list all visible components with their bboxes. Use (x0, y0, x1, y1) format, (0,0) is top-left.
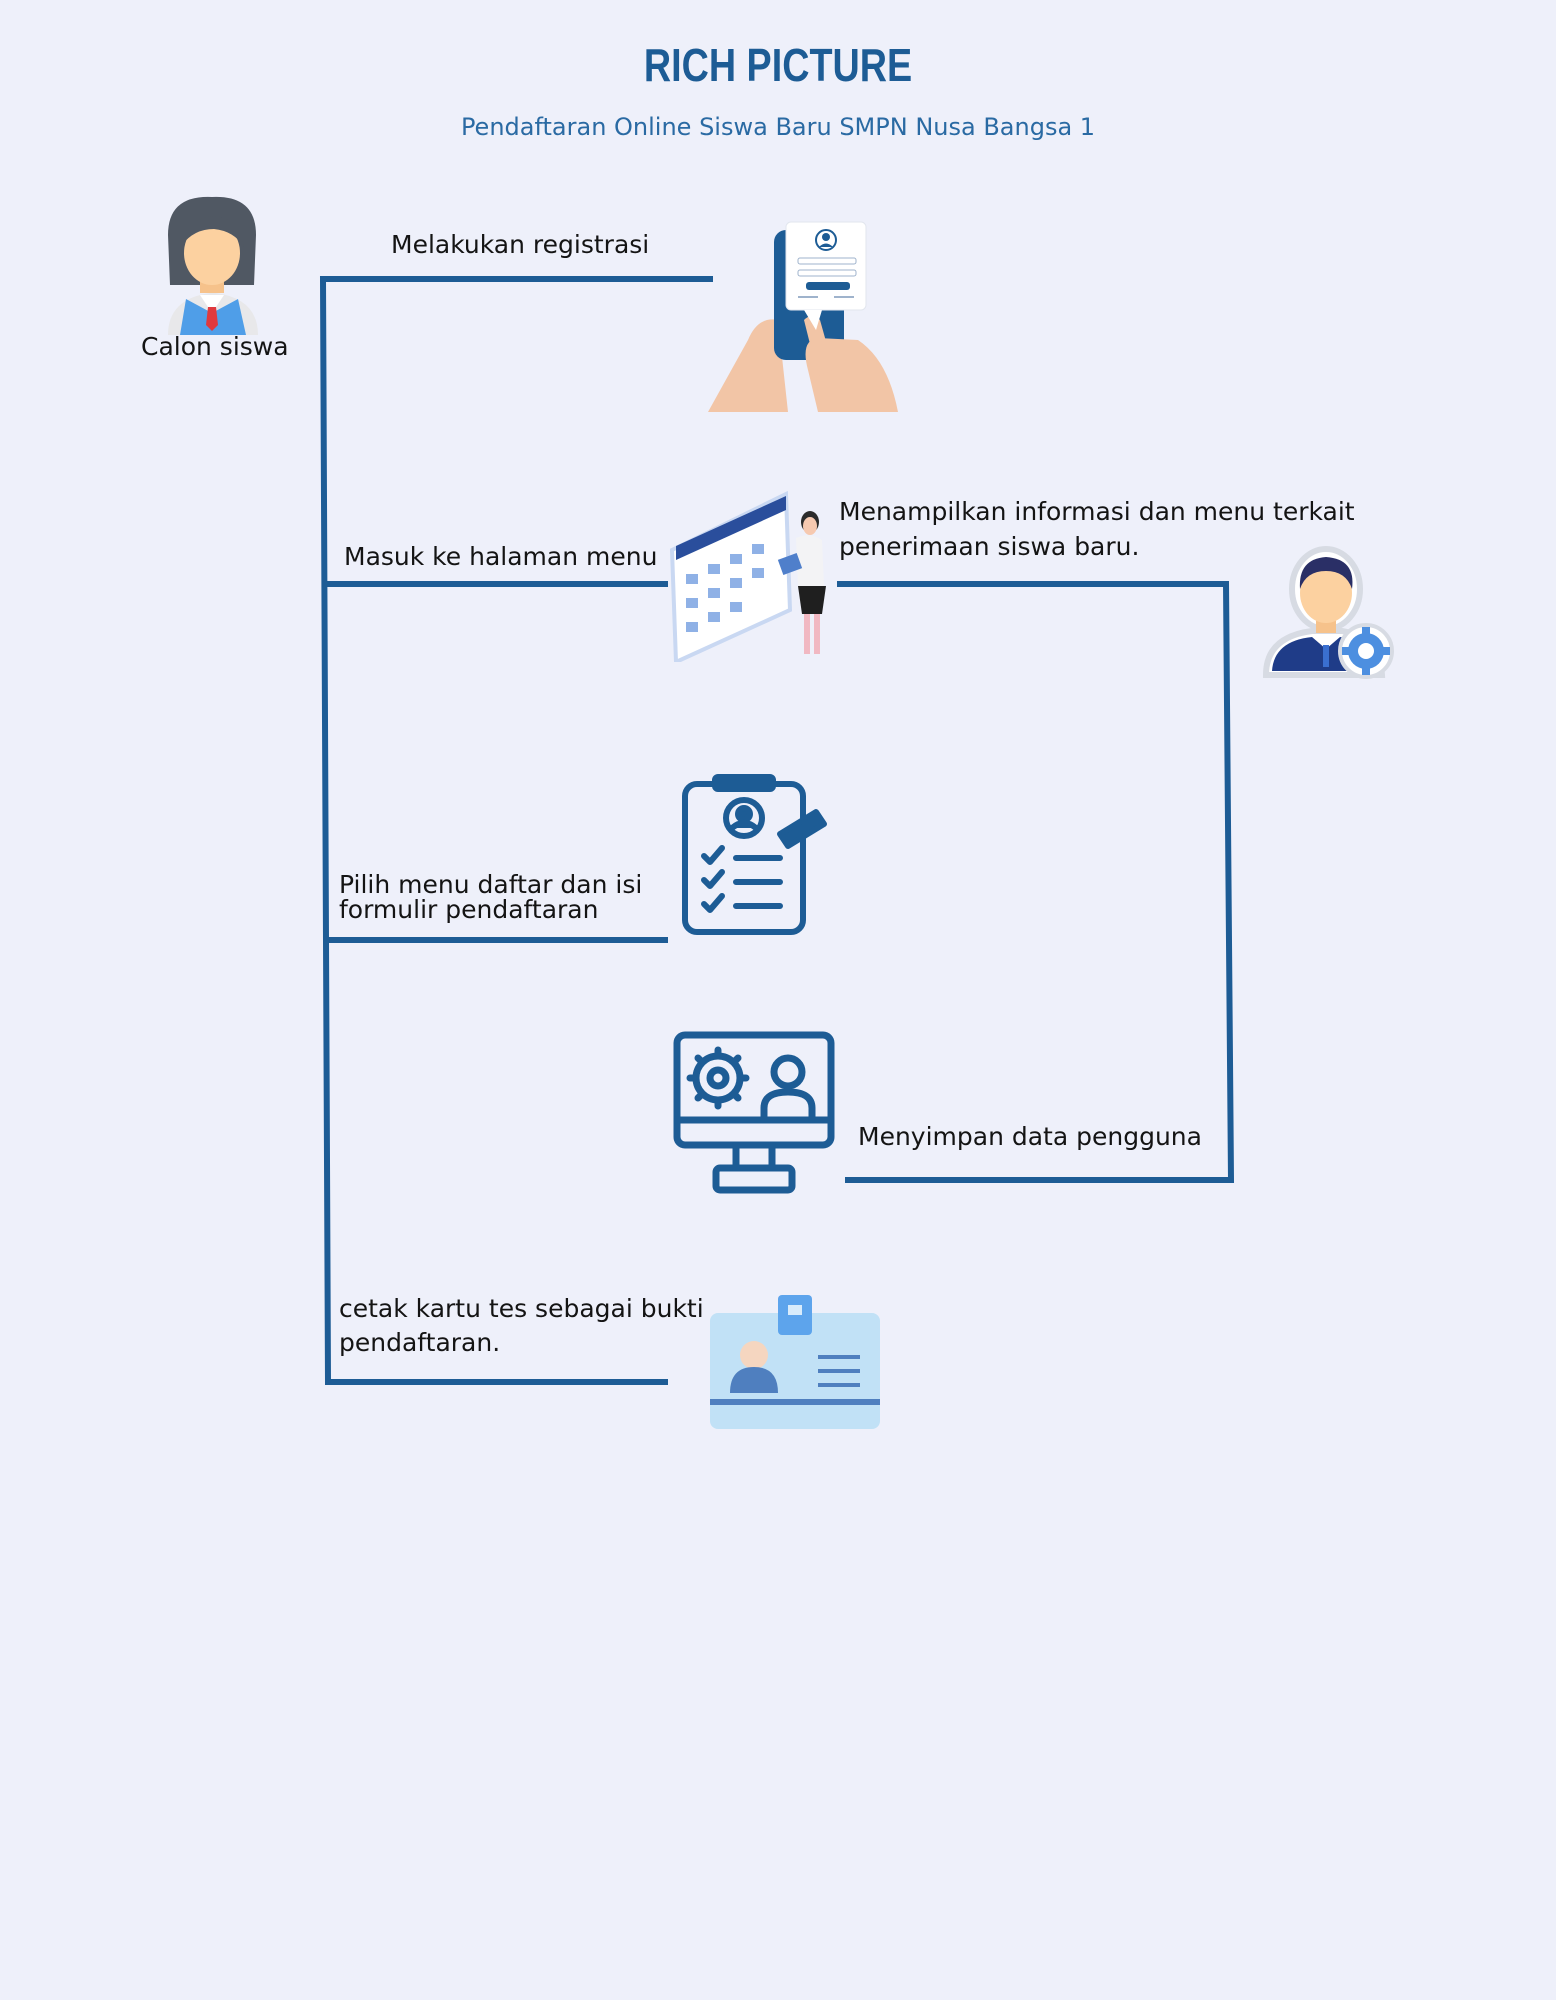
display-info-line-2: penerimaan siswa baru. (839, 532, 1140, 561)
clipboard-form-icon (680, 774, 830, 936)
diagram-title: RICH PICTURE (643, 39, 913, 91)
display-info-line-1: Menampilkan informasi dan menu terkait (839, 497, 1355, 526)
id-card-icon (708, 1295, 883, 1430)
phone-login-icon (708, 220, 898, 412)
admin-loop-line (837, 581, 1235, 1183)
diagram-subtitle: Pendaftaran Online Siswa Baru SMPN Nusa … (460, 113, 1096, 141)
student-label: Calon siswa (141, 332, 289, 361)
step-form-line-1: Pilih menu daftar dan isi (339, 870, 643, 899)
student-girl-icon (150, 195, 275, 335)
admin-gear-icon (1262, 545, 1402, 690)
step-form-line-2: formulir pendaftaran (339, 895, 599, 924)
web-menu-woman-icon (668, 490, 838, 666)
step-menu-label: Masuk ke halaman menu (344, 542, 658, 571)
step-register-label: Melakukan registrasi (391, 230, 650, 259)
computer-settings-user-icon (672, 1030, 840, 1196)
step-print-line-1: cetak kartu tes sebagai bukti (339, 1294, 704, 1323)
step-print-line-2: pendaftaran. (339, 1328, 501, 1357)
student-trunk-line (319, 275, 713, 1385)
save-data-label: Menyimpan data pengguna (858, 1122, 1202, 1151)
